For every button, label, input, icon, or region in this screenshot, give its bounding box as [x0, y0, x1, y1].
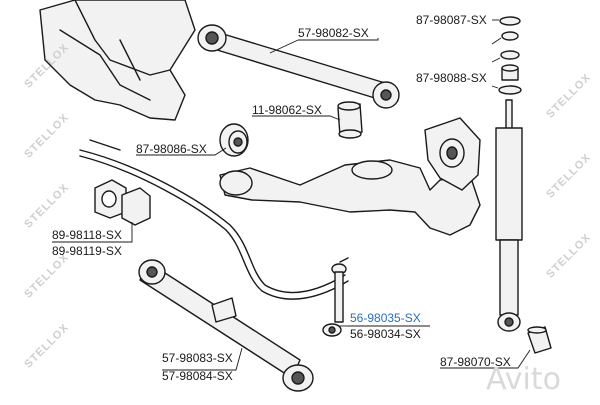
part-label-89-98118: 89-98118-SX [52, 228, 122, 242]
part-label-89-98119: 89-98119-SX [52, 244, 122, 258]
part-label-11-98062: 11-98062-SX [252, 103, 322, 117]
upper-control-arm-drawing [197, 24, 400, 109]
part-label-87-98088: 87-98088-SX [416, 71, 487, 85]
stabilizer-bushing-drawing [94, 179, 151, 226]
part-label-87-98086: 87-98086-SX [136, 142, 207, 156]
shock-absorber-drawing [495, 99, 523, 332]
part-label-57-98083: 57-98083-SX [162, 351, 233, 365]
shock-bushing-drawing [527, 326, 552, 354]
part-label-56-98035: 56-98035-SX [350, 311, 421, 325]
arm-bushing-drawing [219, 123, 249, 157]
part-label-87-98070: 87-98070-SX [440, 355, 511, 369]
subframe-drawing [39, 0, 196, 121]
lower-arm-knuckle-drawing [219, 117, 481, 236]
part-label-87-98087: 87-98087-SX [416, 13, 487, 27]
avito-logo: Avito [486, 362, 561, 397]
leader-lines [52, 19, 531, 371]
shock-mount-washers-drawing [498, 16, 522, 95]
part-label-56-98034: 56-98034-SX [350, 327, 421, 341]
stabilizer-link-drawing [322, 257, 349, 337]
part-label-57-98084: 57-98084-SX [162, 369, 233, 383]
stabilizer-bar-drawing [79, 139, 349, 300]
part-label-57-98082: 57-98082-SX [298, 26, 369, 40]
lower-link-drawing [138, 259, 314, 392]
knuckle-bushing-drawing [337, 101, 363, 139]
